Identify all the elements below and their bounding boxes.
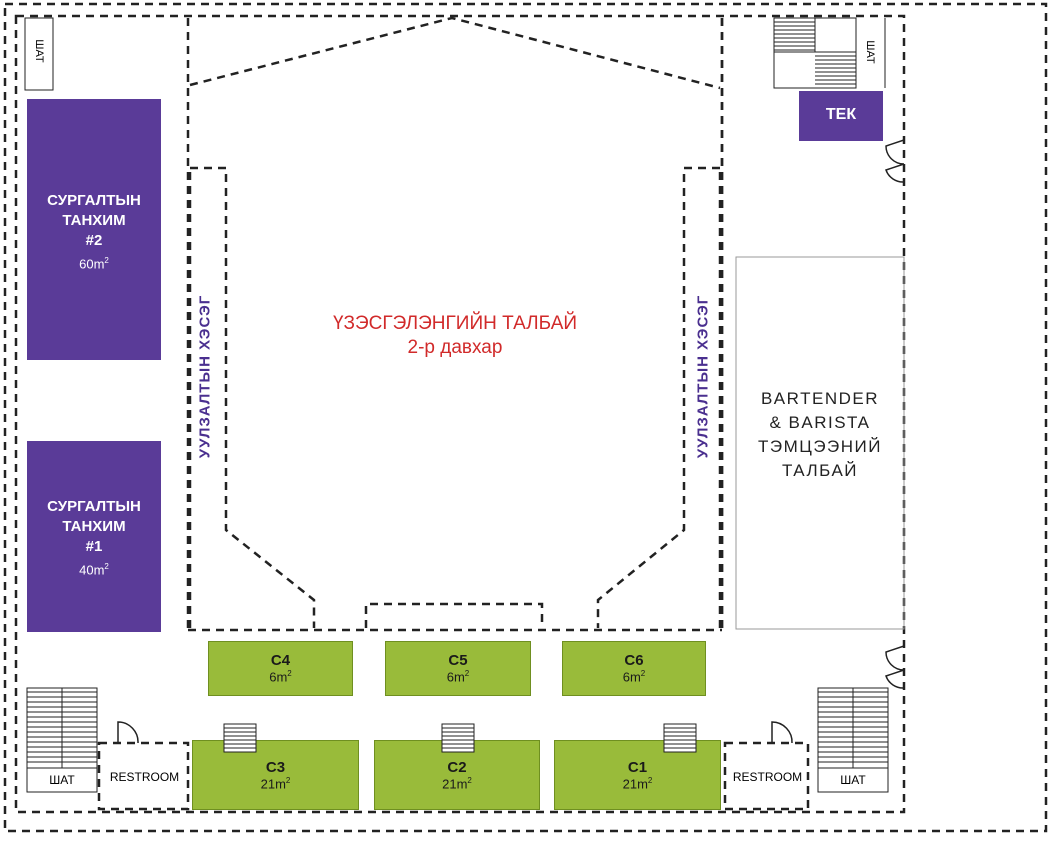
booth-c4-name: C4 — [270, 652, 291, 670]
training-room-1: СУРГАЛТЫН ТАНХИМ #1 40m2 — [27, 441, 161, 632]
inner-floor-boundary — [14, 14, 906, 814]
outer-boundary — [3, 2, 1048, 833]
booth-c4-area: 6m2 — [269, 669, 292, 685]
training-room-2-area: 60m2 — [79, 256, 109, 272]
training-room-1-area: 40m2 — [79, 562, 109, 578]
booth-c1: C1 21m2 — [554, 740, 721, 810]
center-entry-box — [364, 602, 544, 628]
booth-c1-area: 21m2 — [622, 775, 653, 792]
booth-c3-name: C3 — [265, 758, 286, 776]
booth-c3-area: 21m2 — [260, 775, 291, 792]
booth-c6-area: 6m2 — [622, 669, 646, 685]
booth-c6-name: C6 — [624, 652, 644, 670]
training-room-1-line1: СУРГАЛТЫН — [47, 498, 141, 515]
booth-c5-name: C5 — [448, 652, 468, 670]
stair-top-left-label: ШАТ — [33, 39, 45, 63]
meeting-zone-right-label: УУЛЗАЛТЫН ХЭСЭГ — [694, 294, 712, 459]
training-room-1-number: #1 — [85, 538, 103, 555]
meeting-zone-left-label: УУЛЗАЛТЫН ХЭСЭГ — [196, 294, 214, 459]
booth-c4: C4 6m2 — [208, 641, 353, 696]
training-room-2-line2: ТАНХИМ — [62, 212, 126, 229]
stair-bottom-left-label: ШАТ — [49, 773, 75, 787]
bartender-label: BARTENDER & BARISTA ТЭМЦЭЭНИЙ ТАЛБАЙ — [758, 389, 882, 480]
restroom-right-outline — [723, 741, 810, 811]
stair-top-right-label: ШАТ — [864, 40, 876, 64]
bartender-outline — [735, 256, 905, 630]
door-restroom-left-icon — [117, 721, 139, 744]
door-right-top-icon — [885, 139, 905, 183]
booth-c6: C6 6m2 — [562, 641, 706, 696]
booth-c2: C2 21m2 — [374, 740, 540, 810]
meeting-zone-right-outline — [596, 166, 722, 628]
booth-c3: C3 21m2 — [192, 740, 359, 810]
booth-c1-name: C1 — [627, 758, 648, 776]
booth-c5-area: 6m2 — [446, 669, 470, 685]
meeting-zone-left-outline — [188, 166, 316, 628]
booth-c2-area: 21m2 — [442, 775, 472, 792]
stair-bottom-right-label: ШАТ — [840, 773, 866, 787]
stair-top-left — [24, 17, 54, 91]
booth-c2-name: C2 — [447, 758, 467, 776]
main-hall-label: ҮЗЭСГЭЛЭНГИЙН ТАЛБАЙ 2-р давхар — [290, 312, 620, 360]
training-room-1-line2: ТАНХИМ — [62, 518, 126, 535]
restroom-left-label: RESTROOM — [109, 770, 180, 784]
tek-label: ТЕК — [825, 106, 857, 123]
training-room-2-line1: СУРГАЛТЫН — [47, 192, 141, 209]
main-hall-title: ҮЗЭСГЭЛЭНГИЙН ТАЛБАЙ — [332, 313, 578, 334]
door-right-bottom-icon — [885, 645, 905, 689]
main-hall-subtitle: 2-р давхар — [407, 337, 503, 358]
tek-room: ТЕК — [799, 91, 883, 141]
restroom-right-label: RESTROOM — [732, 770, 803, 784]
door-restroom-right-icon — [771, 721, 793, 744]
restroom-left-outline — [97, 741, 190, 811]
training-room-2-number: #2 — [85, 232, 103, 249]
training-room-2: СУРГАЛТЫН ТАНХИМ #2 60m2 — [27, 99, 161, 360]
booth-c5: C5 6m2 — [385, 641, 531, 696]
stage-outline — [189, 16, 721, 90]
